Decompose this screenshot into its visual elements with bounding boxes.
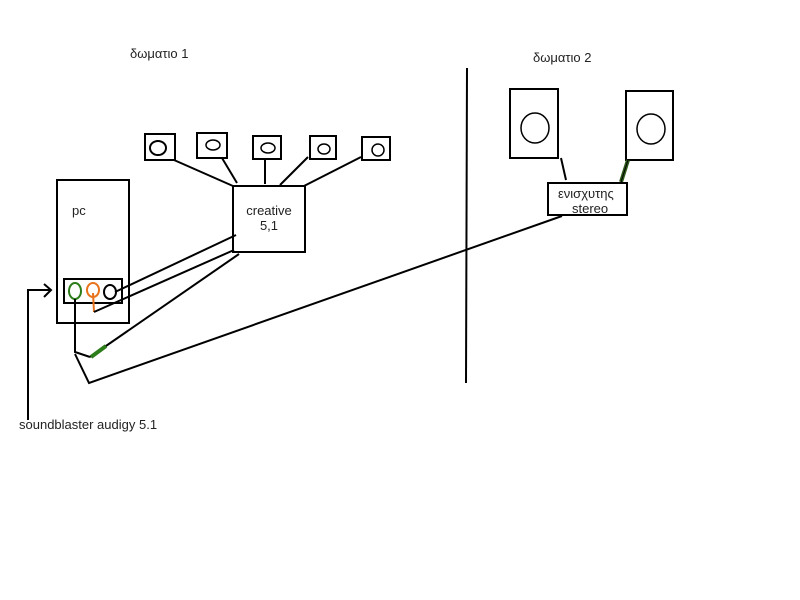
arrow-head-icon bbox=[43, 283, 53, 298]
stereo-speaker-right bbox=[625, 90, 674, 161]
green-splitter bbox=[89, 344, 108, 359]
speaker-2 bbox=[196, 132, 228, 159]
stereo-speaker-left bbox=[509, 88, 559, 159]
speaker-1 bbox=[144, 133, 176, 161]
room-2-label: δωματιο 2 bbox=[533, 50, 592, 65]
speaker-5 bbox=[361, 136, 391, 161]
soundcard-pointer bbox=[27, 289, 50, 420]
creative-box bbox=[232, 185, 306, 253]
creative-label: creative 5,1 bbox=[233, 203, 305, 233]
soundcard-label: soundblaster audigy 5.1 bbox=[19, 417, 158, 432]
speaker-wires bbox=[173, 156, 362, 187]
room-divider bbox=[465, 67, 468, 384]
amplifier-label-line2: stereo bbox=[572, 201, 609, 216]
creative-label-line1: creative bbox=[246, 203, 292, 218]
amplifier-label-line1: ενισχυτης bbox=[558, 186, 614, 201]
speaker-3 bbox=[252, 135, 282, 160]
creative-label-line2: 5,1 bbox=[259, 218, 279, 233]
left-speaker-wire bbox=[560, 157, 567, 181]
pc-creative-cables bbox=[74, 234, 240, 358]
right-speaker-wire-core bbox=[620, 159, 629, 183]
speaker-4 bbox=[309, 135, 337, 160]
room-1-label: δωματιο 1 bbox=[130, 46, 189, 61]
pc-label: pc bbox=[72, 203, 86, 218]
cable-to-amplifier bbox=[74, 215, 563, 385]
amplifier-box bbox=[547, 182, 628, 216]
jack-orange-lead bbox=[92, 292, 95, 313]
